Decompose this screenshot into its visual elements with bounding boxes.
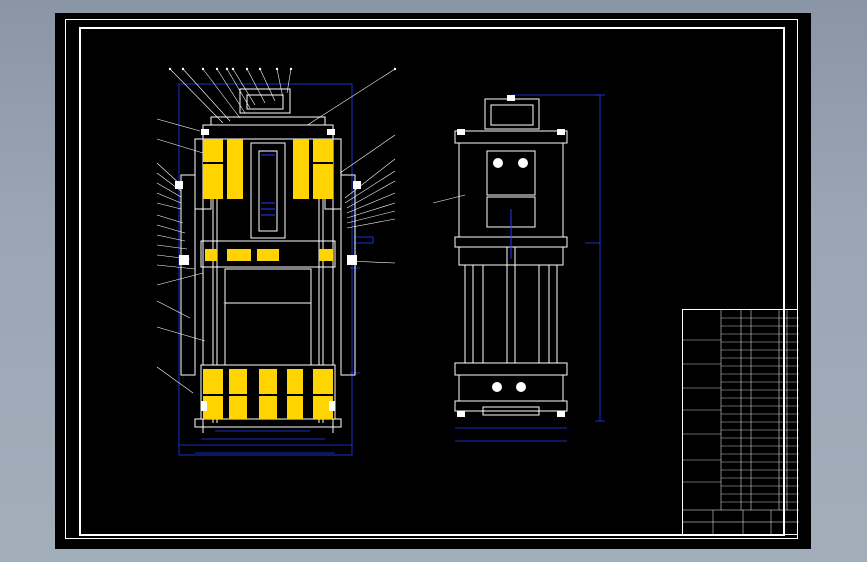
side-view: [432, 94, 605, 442]
title-block-grid: [683, 310, 799, 536]
part-balloons: [168, 67, 397, 71]
assembly-drawing: [156, 67, 605, 456]
leader-lines: [156, 68, 396, 394]
front-section-view: [156, 67, 397, 456]
section-hatch: [203, 139, 333, 419]
drawing-viewport[interactable]: [55, 13, 811, 549]
title-block: [682, 309, 799, 536]
side-dimension-lines: [455, 94, 605, 442]
hatch-gaps: [203, 162, 333, 396]
flange-details: [175, 129, 361, 411]
drawing-frame: [79, 27, 785, 536]
sheet-border: [65, 19, 798, 539]
side-details: [457, 95, 565, 417]
inner-coils: [261, 154, 275, 216]
side-leader: [432, 194, 466, 204]
